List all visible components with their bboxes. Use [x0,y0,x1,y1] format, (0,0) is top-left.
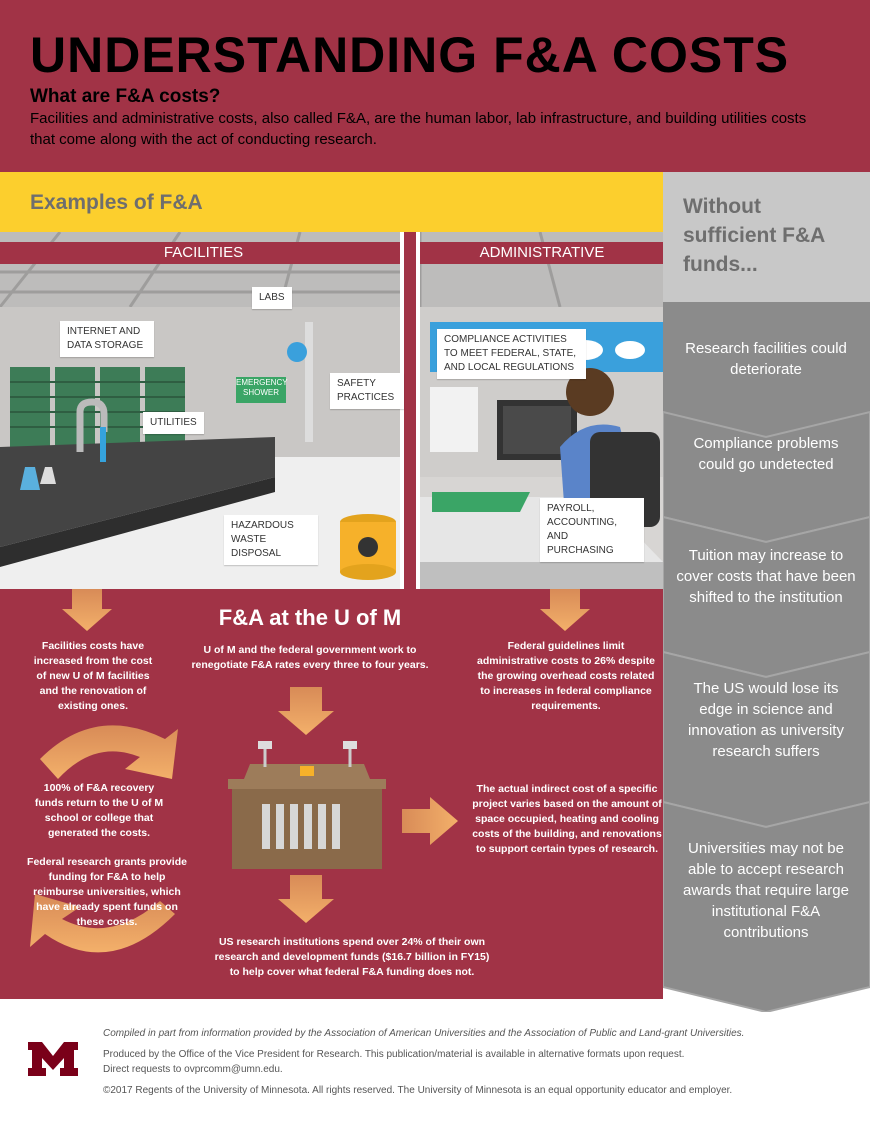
university-logo [28,1042,78,1076]
footer-direct: Direct requests to ovprcomm@umn.edu. [103,1064,283,1075]
without-column [663,172,870,1012]
without-item-1: Research facilities could deteriorate [685,340,847,378]
page-description: Facilities and administrative costs, als… [30,110,807,148]
label-utilities: UTILITIES [143,412,204,434]
text-actual-cost: The actual indirect cost of a specific p… [472,783,662,855]
facilities-label: FACILITIES [163,244,244,261]
examples-title: Examples of F&A [30,191,203,214]
without-item-4: The US would lose its edge in science an… [688,680,844,760]
footer [0,1012,870,1126]
text-us-institutions: US research institutions spend over 24% … [214,936,490,978]
administrative-label: ADMINISTRATIVE [479,244,605,261]
lab-office-illustration: FACILITIES ADMINISTRATIVE LABS INTERNET … [0,232,663,589]
text-facilities-costs: Facilities costs have increased from the… [33,640,153,712]
label-labs: LABS [252,287,292,309]
text-recovery: 100% of F&A recovery funds return to the… [34,782,164,839]
footer-compiled: Compiled in part from information provid… [103,1028,745,1039]
label-internet: INTERNET AND DATA STORAGE [60,321,154,357]
without-item-5: Universities may not be able to accept r… [683,840,849,941]
label-emergency-shower: EMERGENCY SHOWER [236,378,288,397]
label-payroll: PAYROLL, ACCOUNTING, AND PURCHASING [540,498,644,562]
without-item-2: Compliance problems could go undetected [693,435,839,473]
umn-title: F&A at the U of M [218,605,402,630]
umn-graphics [30,589,590,953]
without-item-3: Tuition may increase to cover costs that… [676,547,856,606]
examples-bar [0,172,663,232]
text-federal-guidelines: Federal guidelines limit administrative … [477,640,655,712]
label-compliance: COMPLIANCE ACTIVITIES TO MEET FEDERAL, S… [437,329,586,379]
footer-produced: Produced by the Office of the Vice Presi… [103,1049,685,1060]
page-subtitle: What are F&A costs? [30,86,221,107]
page-title: UNDERSTANDING F&A COSTS [30,27,790,83]
without-title: Without sufficient F&A funds... [683,195,825,276]
footer-copyright: ©2017 Regents of the University of Minne… [103,1085,733,1096]
header-banner [0,0,870,172]
text-grants: Federal research grants provide funding … [27,856,187,928]
label-safety: SAFETY PRACTICES [330,373,404,409]
text-renegotiate: U of M and the federal government work t… [191,644,429,671]
label-hazardous: HAZARDOUS WASTE DISPOSAL [224,515,318,565]
